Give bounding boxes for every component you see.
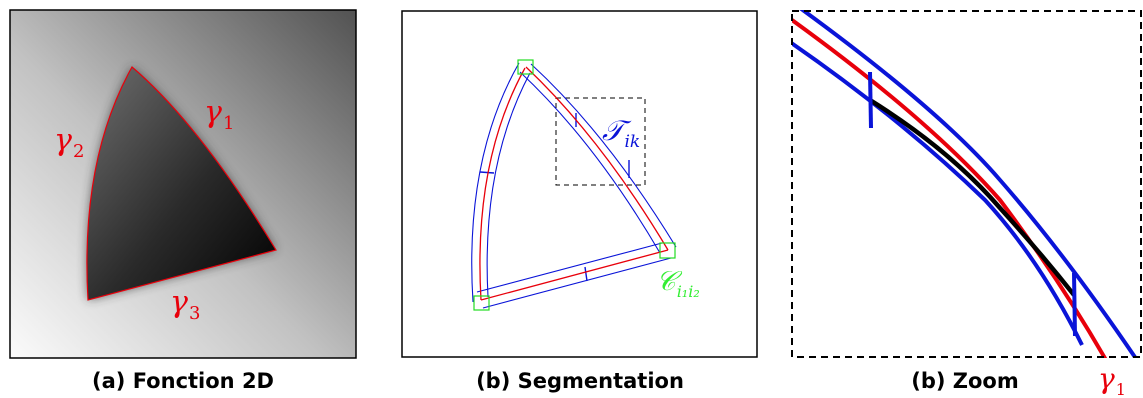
zoom-segment-black bbox=[868, 98, 1076, 297]
gamma3-label: γ3 bbox=[170, 285, 200, 324]
corner-label: 𝒞i₁i₂ bbox=[656, 266, 700, 301]
tube-gamma3 bbox=[476, 242, 672, 309]
tube-gamma2 bbox=[471, 62, 531, 303]
zoom-region-box bbox=[555, 97, 646, 186]
zoom-frame bbox=[791, 10, 1142, 358]
zoom-curve-gamma1 bbox=[792, 18, 1108, 358]
panel-a-fonction-2d: γ1 γ2 γ3 bbox=[9, 9, 357, 359]
caption-zoom: (b) Zoom bbox=[911, 369, 1019, 393]
dark-region bbox=[86, 66, 277, 301]
curve-gamma1 bbox=[525, 66, 669, 251]
zoom-tube-inner bbox=[792, 40, 1084, 346]
corner-box-top bbox=[517, 59, 534, 75]
corner-box-right bbox=[659, 242, 676, 259]
gamma1-label: γ1 bbox=[204, 95, 234, 134]
segmentation-frame bbox=[401, 10, 758, 358]
zoom-separator-2 bbox=[1072, 272, 1077, 337]
caption-fonction-2d: (a) Fonction 2D bbox=[92, 369, 274, 393]
corner-box-bottom bbox=[473, 295, 490, 311]
curve-gamma2 bbox=[479, 67, 526, 301]
zoom-separator-1 bbox=[868, 71, 873, 129]
zoom-gamma1-label: γ1 bbox=[1098, 362, 1126, 398]
zoom-tube-outer bbox=[799, 10, 1138, 358]
panel-c-zoom: γ1 bbox=[791, 10, 1142, 398]
gamma2-label: γ2 bbox=[54, 123, 84, 162]
curve-gamma3 bbox=[480, 249, 669, 301]
caption-segmentation: (b) Segmentation bbox=[476, 369, 684, 393]
panel-b-segmentation: 𝒯ik 𝒞i₁i₂ bbox=[401, 10, 758, 358]
tube-gamma1 bbox=[519, 63, 677, 254]
